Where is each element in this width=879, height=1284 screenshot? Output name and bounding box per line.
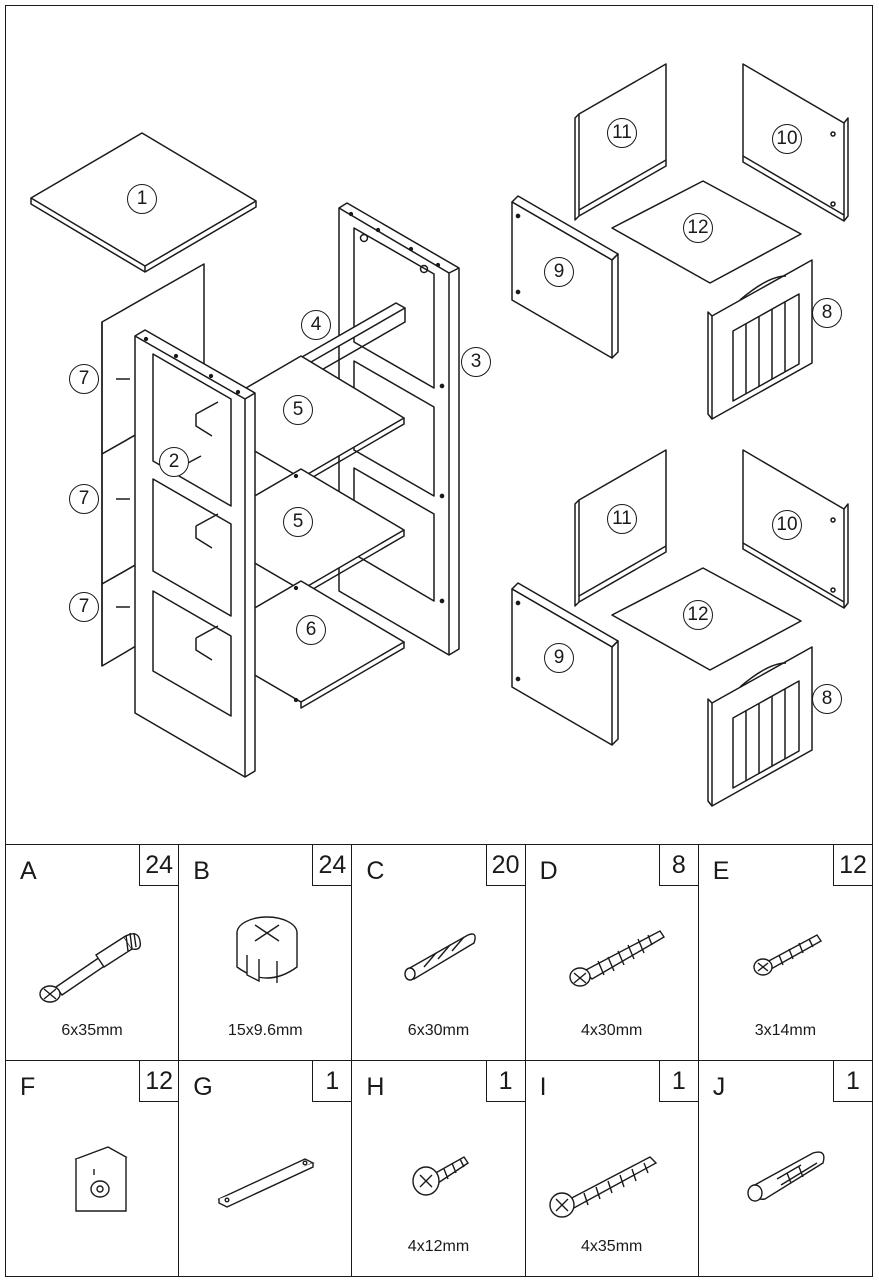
part-callout-12-lower: 12 [683, 600, 713, 630]
part-callout-11-lower: 11 [607, 504, 637, 534]
small-screw-icon [753, 934, 822, 976]
hardware-quantity: 24 [312, 844, 353, 886]
hardware-cell-h: H 1 4x12mm [352, 1060, 526, 1276]
hardware-letter: H [366, 1073, 385, 1101]
part-callout-7-middle: 7 [69, 484, 99, 514]
part-callout-2: 2 [159, 447, 189, 477]
wall-anchor-icon [747, 1151, 825, 1202]
hardware-letter: F [20, 1073, 36, 1101]
part-callout-9-upper: 9 [544, 257, 574, 287]
wood-dowel-icon [404, 933, 477, 981]
hardware-letter: J [712, 1073, 726, 1101]
part-callout-4: 4 [301, 310, 331, 340]
part-callout-1: 1 [127, 184, 157, 214]
part-callout-3: 3 [461, 347, 491, 377]
part-callout-8-lower: 8 [812, 684, 842, 714]
hardware-letter: A [20, 857, 37, 885]
hardware-quantity: 1 [485, 1060, 526, 1102]
hardware-letter: C [366, 857, 385, 885]
hardware-quantity: 20 [485, 844, 526, 886]
lower-drawer-parts [511, 449, 849, 807]
part-callout-5-lower: 5 [283, 507, 313, 537]
hardware-letter: G [193, 1073, 213, 1101]
hardware-letter: I [539, 1073, 547, 1101]
hardware-parts-grid: A 24 6x35mm B 24 15x9.6mm [6, 844, 873, 1276]
hardware-letter: B [193, 857, 210, 885]
hardware-cell-j: J 1 [698, 1060, 873, 1276]
hardware-quantity: 1 [832, 1060, 873, 1102]
hardware-cell-f: F 12 [6, 1060, 180, 1276]
part-callout-12-upper: 12 [683, 213, 713, 243]
cam-lock-icon [236, 916, 298, 983]
hardware-letter: D [539, 857, 558, 885]
hardware-size: 15x9.6mm [227, 1022, 303, 1039]
corner-bracket-icon [74, 1146, 128, 1212]
hardware-quantity: 24 [139, 844, 180, 886]
part-callout-5-upper: 5 [283, 395, 313, 425]
hardware-quantity: 1 [312, 1060, 353, 1102]
upper-drawer-parts [511, 63, 849, 420]
hardware-letter: E [712, 857, 730, 885]
hardware-quantity: 12 [832, 844, 873, 886]
instruction-sheet: 1 2 3 4 5 5 6 7 7 7 11 10 12 9 8 11 10 1… [5, 5, 873, 1277]
long-screw-icon [548, 1156, 657, 1218]
part-callout-8-upper: 8 [812, 298, 842, 328]
hardware-size: 4x12mm [407, 1238, 470, 1255]
hardware-cell-i: I 1 4x35mm [525, 1060, 699, 1276]
exploded-assembly-diagram: 1 2 3 4 5 5 6 7 7 7 11 10 12 9 8 11 10 1… [6, 6, 872, 844]
part-callout-9-lower: 9 [544, 643, 574, 673]
part-callout-7-bottom: 7 [69, 592, 99, 622]
hardware-cell-e: E 12 3x14mm [698, 844, 873, 1060]
hardware-quantity: 1 [658, 1060, 699, 1102]
part-callout-6: 6 [296, 615, 326, 645]
hardware-cell-a: A 24 6x35mm [6, 844, 180, 1060]
wood-screw-icon [568, 930, 665, 987]
part-callout-10-upper: 10 [772, 124, 802, 154]
hardware-size: 6x35mm [61, 1022, 123, 1039]
hardware-cell-b: B 24 15x9.6mm [179, 844, 353, 1060]
hardware-cell-g: G 1 [179, 1060, 353, 1276]
hardware-cell-c: C 20 6x30mm [352, 844, 526, 1060]
shelves [245, 355, 405, 709]
hardware-size: 6x30mm [407, 1022, 470, 1039]
hardware-size: 3x14mm [754, 1022, 817, 1039]
hardware-size: 4x30mm [581, 1022, 643, 1039]
part-callout-10-lower: 10 [772, 510, 802, 540]
cam-bolt-icon [39, 932, 142, 1003]
hardware-cell-d: D 8 4x30mm [525, 844, 699, 1060]
part-callout-11-upper: 11 [607, 118, 637, 148]
hardware-quantity: 12 [139, 1060, 180, 1102]
hardware-size: 4x35mm [581, 1238, 643, 1255]
metal-strap-icon [217, 1158, 315, 1208]
hardware-quantity: 8 [658, 844, 699, 886]
left-side-frame [134, 329, 256, 778]
pan-head-screw-icon [412, 1156, 470, 1196]
part-callout-7-top: 7 [69, 364, 99, 394]
